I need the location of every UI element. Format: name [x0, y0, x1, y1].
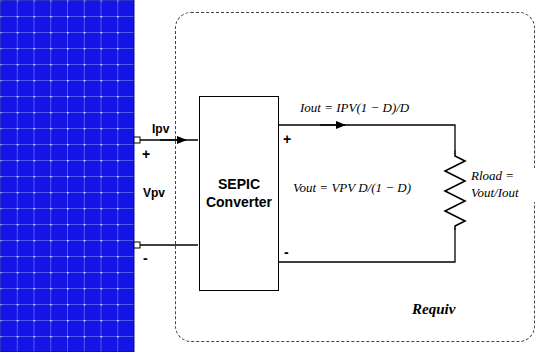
solar-panel: [0, 0, 134, 352]
voltage-formula: Vout = VPV D/(1 − D): [291, 180, 413, 196]
polarity-sign: -: [284, 244, 289, 260]
box-title: SEPIC Converter: [204, 176, 274, 211]
polarity-sign: +: [142, 146, 150, 162]
current-formula: Iout = IPV(1 − D)/D: [298, 100, 411, 116]
terminal: [134, 137, 140, 143]
load-formula: Rload = Vout/Iout: [469, 168, 535, 202]
wires: [140, 125, 465, 262]
converter-box: SEPIC Converter: [199, 96, 279, 291]
polarity-sign: -: [143, 250, 148, 266]
polarity-sign: +: [283, 131, 291, 147]
region-label: Requiv: [412, 301, 455, 318]
current-label: Ipv: [152, 122, 169, 136]
terminal: [134, 242, 140, 248]
voltage-label: Vpv: [143, 186, 165, 200]
